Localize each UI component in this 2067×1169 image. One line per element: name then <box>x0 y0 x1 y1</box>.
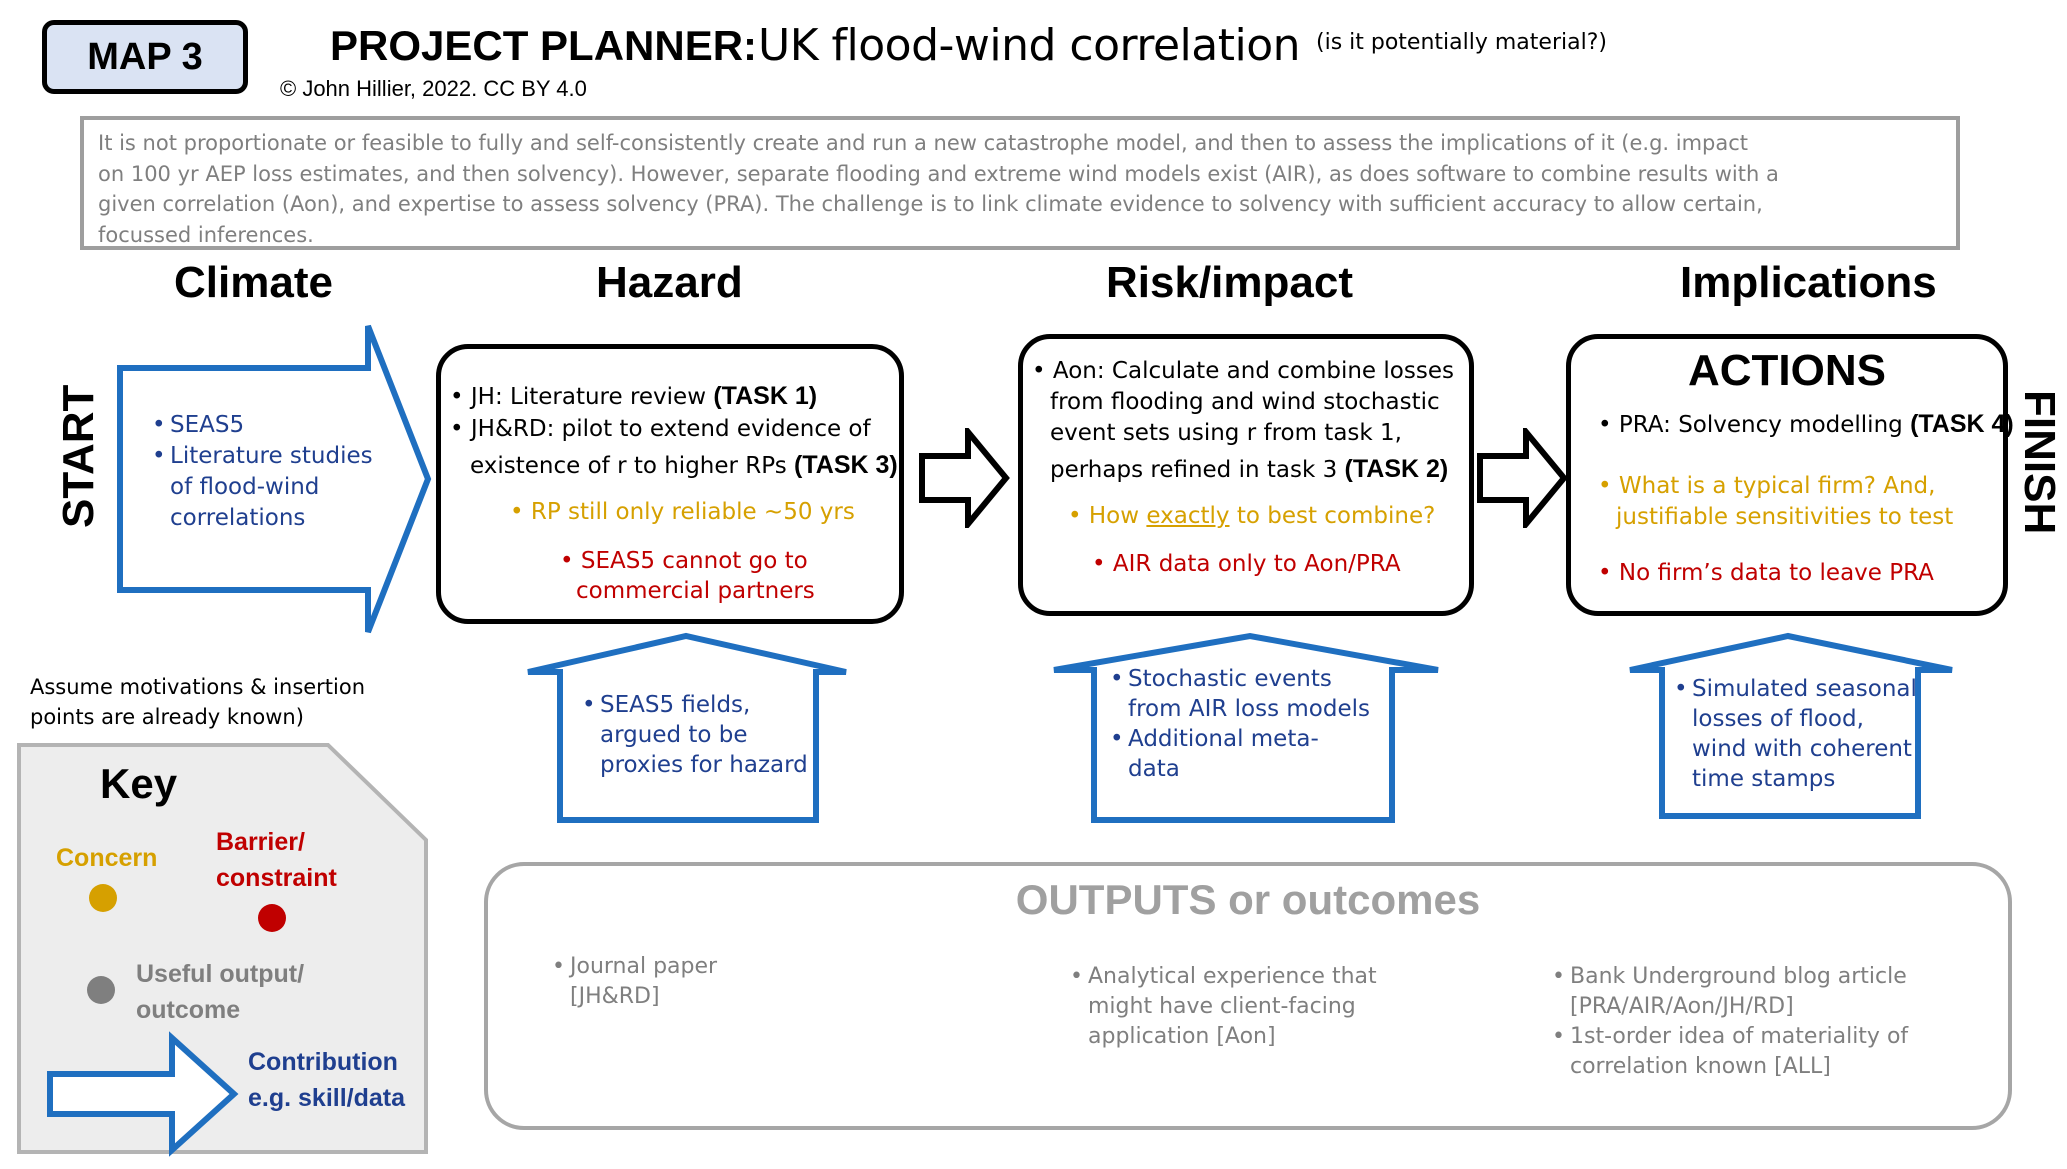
outputs-col-1: Journal paper [JH&RD] <box>552 952 752 1012</box>
outputs-col-2: Analytical experience that might have cl… <box>1070 962 1400 1052</box>
map-badge: MAP 3 <box>42 20 248 94</box>
flow-arrow-1 <box>919 428 1010 528</box>
output-materiality: 1st-order idea of materiality of correla… <box>1552 1022 1972 1082</box>
impl-task4-label: (TASK 4) <box>1910 410 2014 438</box>
risk-concern-pre: How <box>1088 503 1147 529</box>
assumption-line-2: points are already known) <box>30 705 304 729</box>
impl-barrier: No firm’s data to leave PRA <box>1618 560 1934 586</box>
hazard-box <box>436 344 904 624</box>
key-contribution-line-1: Contribution <box>248 1048 398 1076</box>
key-concern-label: Concern <box>56 844 158 872</box>
key-barrier-label: Barrier/ constraint <box>216 824 337 896</box>
key-title: Key <box>100 760 178 807</box>
intro-line-3: given correlation (Aon), and expertise t… <box>98 192 1763 216</box>
output-analytical-experience: Analytical experience that might have cl… <box>1070 962 1400 1052</box>
contrib-impl-item-1: Simulated seasonal losses of flood, wind… <box>1674 674 1922 794</box>
risk-task2-line4: perhaps refined in task 3 <box>1050 457 1345 483</box>
hazard-barrier-line1: SEAS5 cannot go to <box>580 548 808 574</box>
assumption-line-1: Assume motivations & insertion <box>30 675 366 699</box>
key-useful-label: Useful output/ outcome <box>136 956 304 1028</box>
key-contribution-line-2: e.g. skill/data <box>248 1084 406 1112</box>
risk-task2-label: (TASK 2) <box>1344 455 1449 483</box>
risk-task2-line3: event sets using r from task 1, <box>1050 420 1402 446</box>
risk-task2-line2: from flooding and wind stochastic <box>1050 389 1440 415</box>
impl-task4-text: PRA: Solvency modelling <box>1618 412 1911 438</box>
output-blog-article: Bank Underground blog article [PRA/AIR/A… <box>1552 962 1972 1022</box>
map-label: MAP 3 <box>87 35 203 78</box>
key-useful-dot <box>87 976 115 1004</box>
flow-arrow-2 <box>1477 428 1568 528</box>
output-journal-paper: Journal paper [JH&RD] <box>552 952 752 1012</box>
risk-barrier: AIR data only to Aon/PRA <box>1112 551 1401 577</box>
risk-concern-underlined: exactly <box>1146 503 1230 529</box>
implications-box <box>1566 334 2008 616</box>
climate-arrow-text: SEAS5 Literature studies of flood-wind c… <box>152 410 382 534</box>
intro-box: It is not proportionate or feasible to f… <box>80 116 1960 250</box>
hazard-concern: RP still only reliable ~50 yrs <box>530 499 855 525</box>
key-contribution-arrow <box>47 1031 239 1157</box>
climate-item-1: SEAS5 <box>152 410 382 441</box>
hazard-barrier-line2: commercial partners <box>576 578 815 604</box>
key-concern-dot <box>89 884 117 912</box>
contrib-hazard-item-1: SEAS5 fields, argued to be proxies for h… <box>582 690 832 780</box>
start-label: START <box>54 384 103 528</box>
key-panel <box>17 743 428 1157</box>
title-bold: PROJECT PLANNER: <box>330 22 758 69</box>
finish-label: FINISH <box>2015 390 2064 535</box>
outputs-box <box>484 862 2012 1130</box>
intro-line-1: It is not proportionate or feasible to f… <box>98 131 1749 155</box>
contrib-risk-item-2: Additional meta-data <box>1110 724 1370 784</box>
impl-concern-line2: justifiable sensitivities to test <box>1616 504 1954 530</box>
copyright: © John Hillier, 2022. CC BY 4.0 <box>280 76 587 101</box>
title-note: (is it potentially material?) <box>1316 30 1607 55</box>
hazard-box-text: • JH: Literature review (TASK 1) • JH&RD… <box>450 382 898 604</box>
outputs-title: OUTPUTS or outcomes <box>1015 876 1481 923</box>
key-useful-line-1: Useful output/ <box>136 960 305 988</box>
key-contribution-label: Contribution e.g. skill/data <box>248 1044 405 1116</box>
key-barrier-dot <box>258 904 286 932</box>
hazard-task3-line1: JH&RD: pilot to extend evidence of <box>470 416 871 442</box>
implications-box-text: • PRA: Solvency modelling (TASK 4) • Wha… <box>1598 410 2014 586</box>
climate-item-2: Literature studies of flood-wind correla… <box>152 441 382 534</box>
risk-concern-post: to best combine? <box>1229 503 1436 529</box>
stage-hazard: Hazard <box>596 258 743 307</box>
contribution-risk-text: Stochastic events from AIR loss models A… <box>1110 664 1370 784</box>
intro-line-2: on 100 yr AEP loss estimates, and then s… <box>98 161 1779 186</box>
contrib-risk-item-1: Stochastic events from AIR loss models <box>1110 664 1370 724</box>
hazard-task3-label: (TASK 3) <box>794 451 898 479</box>
hazard-task3-line2: existence of r to higher RPs <box>470 453 795 479</box>
actions-heading: ACTIONS <box>1688 346 1886 395</box>
assumption-note: Assume motivations & insertion points ar… <box>30 672 365 732</box>
intro-line-4: focussed inferences. <box>98 222 314 247</box>
hazard-task1-label: (TASK 1) <box>713 382 818 410</box>
key-useful-line-2: outcome <box>136 996 241 1024</box>
key-barrier-line-1: Barrier/ <box>216 828 305 856</box>
outputs-col-3: Bank Underground blog article [PRA/AIR/A… <box>1552 962 1972 1082</box>
stage-risk: Risk/impact <box>1106 258 1353 307</box>
hazard-task1-text: JH: Literature review <box>470 384 714 410</box>
stage-climate: Climate <box>174 258 333 307</box>
impl-concern-line1: What is a typical firm? And, <box>1618 473 1936 499</box>
contribution-implications-text: Simulated seasonal losses of flood, wind… <box>1674 674 1922 794</box>
key-barrier-line-2: constraint <box>216 864 337 892</box>
risk-task2-line1: Aon: Calculate and combine losses <box>1052 358 1454 384</box>
stage-implications: Implications <box>1680 258 1937 307</box>
risk-box-text: • Aon: Calculate and combine losses from… <box>1032 358 1454 577</box>
risk-box <box>1018 334 1474 616</box>
contribution-hazard-text: SEAS5 fields, argued to be proxies for h… <box>582 690 832 780</box>
title-hand: UK flood-wind correlation <box>758 20 1301 71</box>
